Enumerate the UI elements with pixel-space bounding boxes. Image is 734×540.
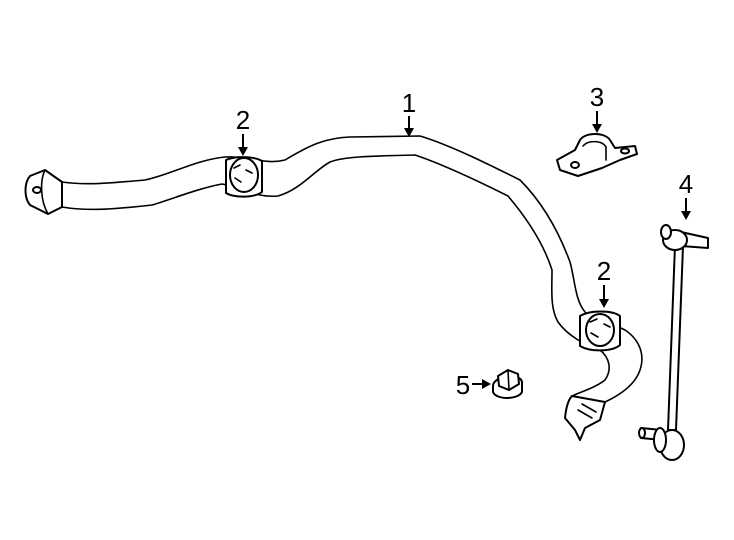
stabilizer-link [638,224,709,461]
right-bar-end-detail [577,403,597,419]
callout-1-number: 1 [402,88,416,118]
callout-2-right-number: 2 [597,256,611,286]
callout-3-number: 3 [590,82,604,112]
callout-5: 5 [456,370,491,400]
stabilizer-bar [24,135,643,441]
bushing-bracket [556,133,638,177]
bracket-body [556,133,638,177]
left-bar-end [24,169,63,215]
bracket-hole-right [620,147,630,155]
callout-5-number: 5 [456,370,470,400]
left-bushing [225,156,263,198]
right-bushing-detail [589,318,611,338]
right-bushing-face [585,313,615,347]
link-bottom-cap [638,427,646,439]
callout-2-left-number: 2 [236,105,250,135]
callout-4-arrowhead [681,211,691,220]
nut [492,369,523,399]
callout-4-number: 4 [679,169,693,199]
link-top-washer [660,224,672,240]
callout-2-left-arrowhead [238,147,248,156]
right-bushing [579,310,621,352]
callout-2-right: 2 [597,256,611,308]
link-bottom-washer [653,427,667,453]
callout-2-right-arrowhead [599,299,609,308]
callout-5-arrowhead [482,379,491,389]
left-bar-end-hole [32,186,42,194]
stabilizer-bar-outline-upper [61,135,643,403]
left-bushing-detail [233,164,253,183]
nut-hex-edge [507,369,510,391]
callout-1-arrowhead [404,128,414,137]
callout-4: 4 [679,169,693,220]
callout-1: 1 [402,88,416,137]
callout-3: 3 [590,82,604,133]
callout-3-arrowhead [592,124,602,133]
link-rod [667,244,684,431]
stabilizer-bar-outline-lower [61,154,610,397]
left-bushing-face [229,157,259,193]
callout-2-left: 2 [236,105,250,156]
bracket-arch [582,140,607,161]
right-bar-end [564,395,606,441]
bracket-hole-left [570,161,580,169]
